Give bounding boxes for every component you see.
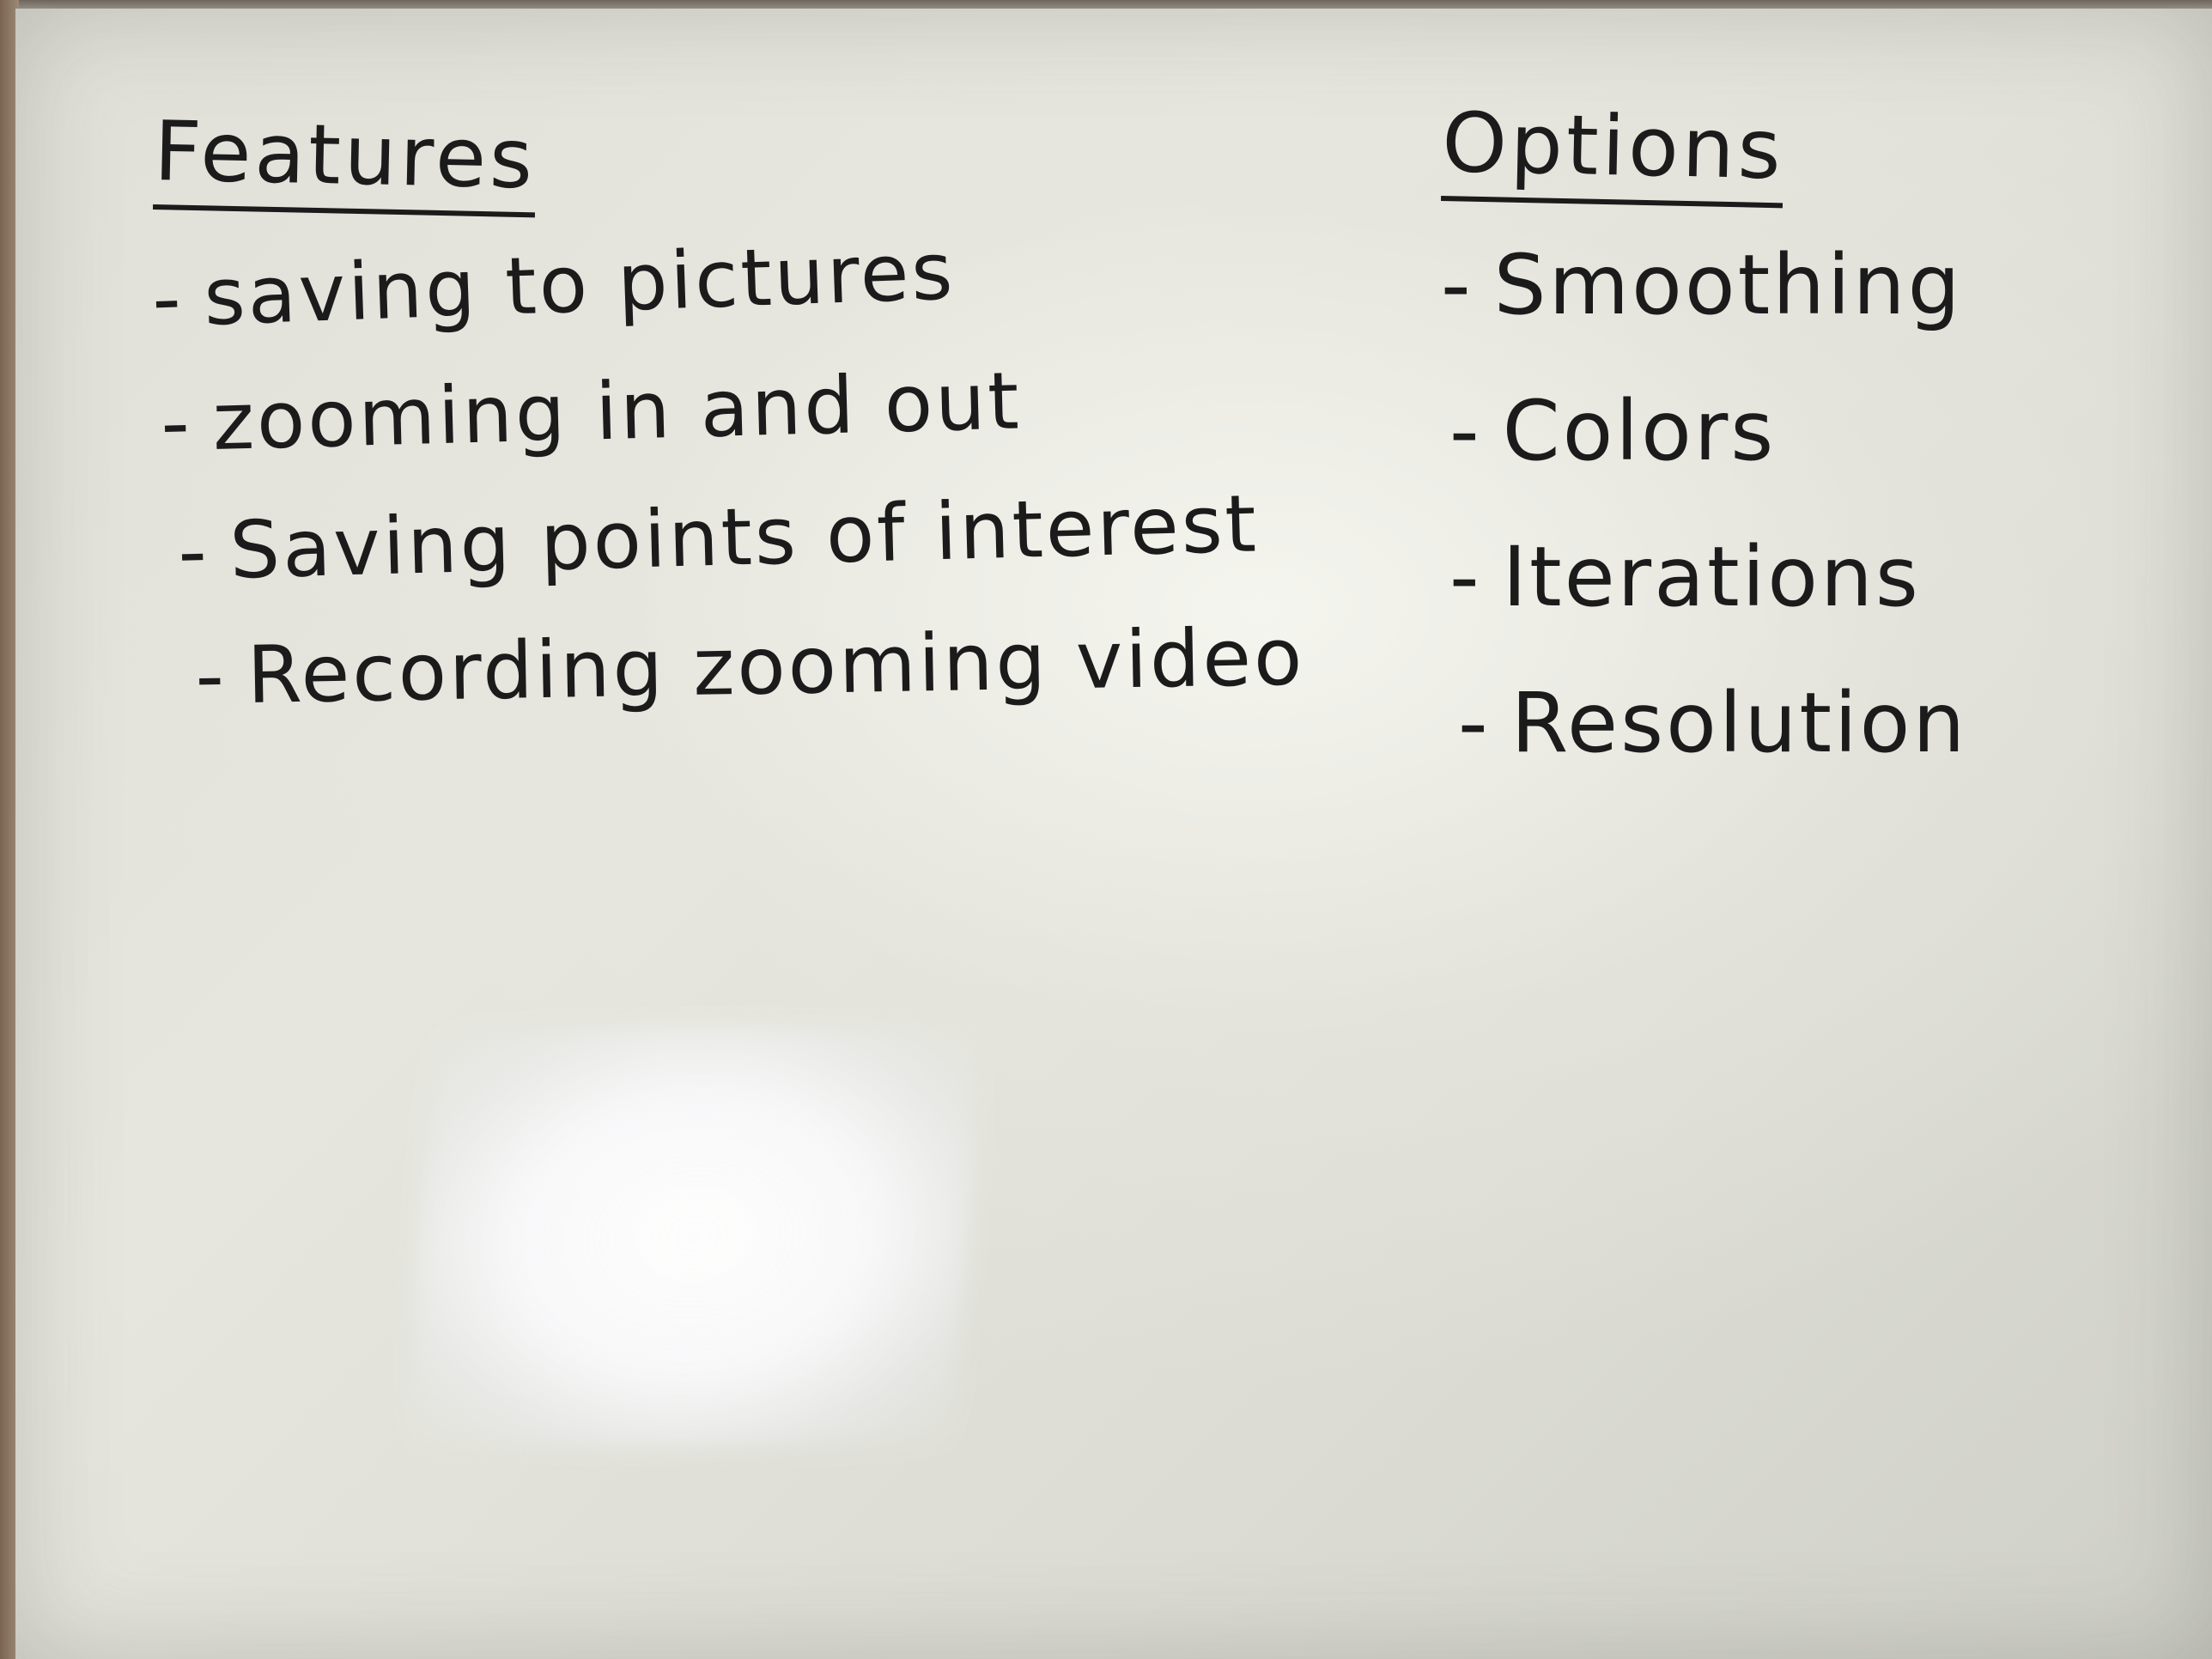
options-column: Options -Smoothing -Colors -Iterations -… xyxy=(1441,94,2042,828)
bullet-dash: - xyxy=(1441,237,1474,333)
features-list: -saving to pictures -zooming in and out … xyxy=(150,225,1305,757)
bullet-dash: - xyxy=(1449,383,1482,479)
list-item: -Smoothing xyxy=(1441,244,2042,390)
options-item-label: Resolution xyxy=(1510,675,1968,771)
list-item: -Recording zooming video xyxy=(194,611,1306,766)
bullet-dash: - xyxy=(160,376,194,470)
bullet-dash: - xyxy=(1458,675,1491,771)
features-item-label: Recording zooming video xyxy=(246,611,1306,721)
features-item-label: saving to pictures xyxy=(202,225,957,343)
features-column: Features -saving to pictures -zooming in… xyxy=(150,103,1305,757)
features-heading: Features xyxy=(153,103,538,218)
options-item-label: Colors xyxy=(1502,383,1777,479)
frame-edge-left xyxy=(0,0,19,1659)
options-heading: Options xyxy=(1441,94,1785,209)
bullet-dash: - xyxy=(194,629,228,723)
bullet-dash: - xyxy=(177,505,211,599)
options-item-label: Iterations xyxy=(1502,529,1921,625)
bullet-dash: - xyxy=(150,252,185,345)
options-item-label: Smoothing xyxy=(1493,237,1963,333)
list-item: -Resolution xyxy=(1458,682,2042,828)
bullet-dash: - xyxy=(1449,529,1482,625)
list-item: -Colors xyxy=(1449,390,2042,536)
list-item: -Iterations xyxy=(1449,536,2042,682)
light-glare xyxy=(404,1026,984,1447)
whiteboard-surface: Features -saving to pictures -zooming in… xyxy=(15,9,2212,1659)
options-list: -Smoothing -Colors -Iterations -Resoluti… xyxy=(1441,244,2042,828)
